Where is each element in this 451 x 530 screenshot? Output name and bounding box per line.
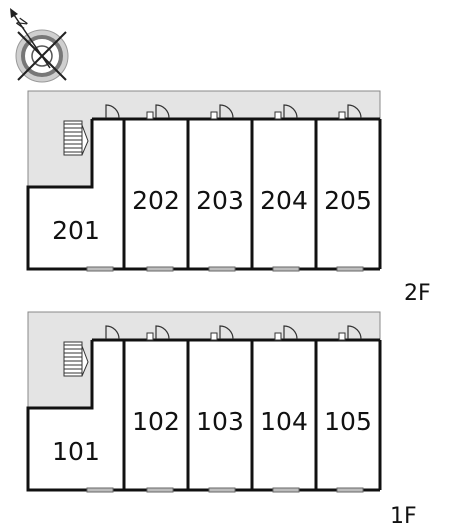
unit-102-label: 102: [132, 407, 180, 436]
window-icon: [208, 266, 236, 272]
floor-2f-plan: 201 202 203 204 205: [26, 90, 382, 272]
window-icon: [272, 266, 300, 272]
door-icon: [338, 325, 362, 341]
unit-202-label: 202: [132, 186, 180, 215]
unit-104-label: 104: [260, 407, 308, 436]
staircase-icon: [63, 120, 89, 156]
door-icon: [274, 325, 298, 341]
window-icon: [272, 487, 300, 493]
door-icon: [105, 104, 120, 119]
unit-201-label: 201: [52, 216, 100, 245]
window-icon: [208, 487, 236, 493]
window-icon: [146, 487, 174, 493]
unit-103-label: 103: [196, 407, 244, 436]
compass-label: N: [14, 16, 32, 33]
door-icon: [210, 104, 234, 120]
window-icon: [146, 266, 174, 272]
window-icon: [336, 487, 364, 493]
unit-205-label: 205: [324, 186, 372, 215]
unit-203-label: 203: [196, 186, 244, 215]
staircase-icon: [63, 341, 89, 377]
window-icon: [336, 266, 364, 272]
floor-1f-plan: 101 102 103 104 105: [26, 311, 382, 493]
door-icon: [338, 104, 362, 120]
unit-101-label: 101: [52, 437, 100, 466]
window-icon: [86, 487, 114, 493]
floor-1f-label: 1F: [390, 504, 417, 529]
door-icon: [105, 325, 120, 340]
unit-105-label: 105: [324, 407, 372, 436]
door-icon: [146, 104, 170, 120]
compass-north-icon: N: [10, 8, 69, 83]
door-icon: [146, 325, 170, 341]
window-icon: [86, 266, 114, 272]
door-icon: [274, 104, 298, 120]
floor-2f-label: 2F: [404, 281, 431, 306]
unit-204-label: 204: [260, 186, 308, 215]
door-icon: [210, 325, 234, 341]
